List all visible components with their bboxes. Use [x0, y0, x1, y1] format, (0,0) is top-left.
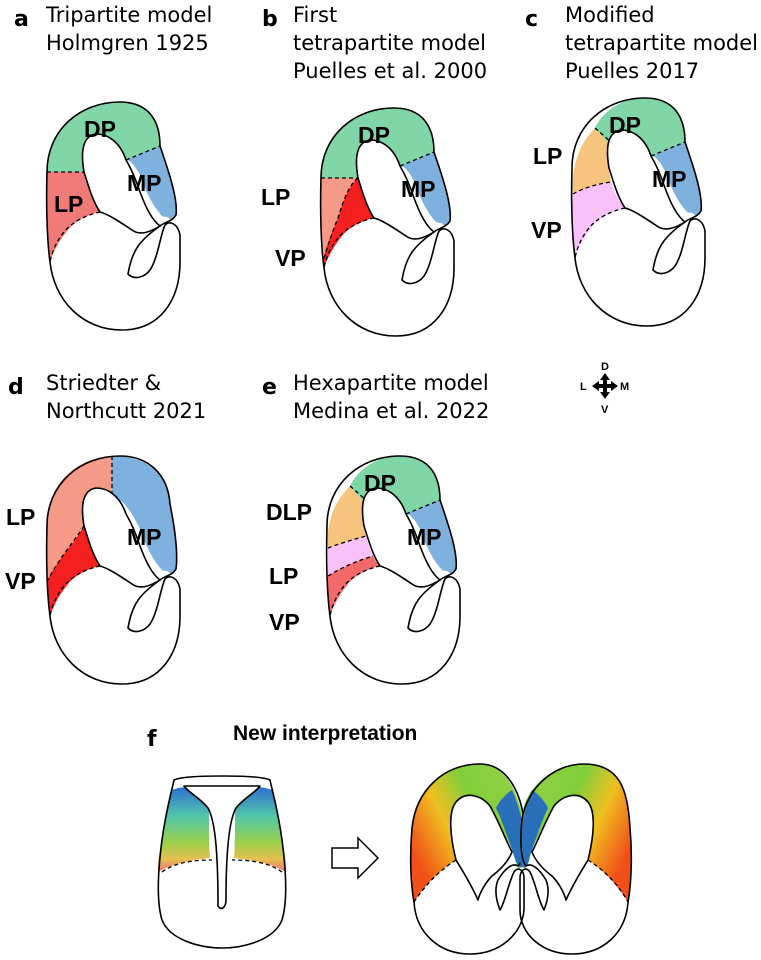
region-label-vp: VP — [269, 609, 300, 635]
region-label-lp: LP — [533, 143, 562, 169]
region-dlp-area — [327, 486, 366, 548]
region-label-lp: LP — [6, 504, 35, 530]
region-label-mp: MP — [401, 176, 436, 202]
region-label-dp: DP — [358, 122, 390, 148]
region-label-dp: DP — [364, 470, 396, 496]
panel-f-title: New interpretation — [233, 722, 417, 745]
ventricle — [355, 139, 435, 240]
compass-lateral: L — [580, 381, 587, 393]
region-dp-area — [350, 456, 440, 514]
region-label-lp: LP — [269, 563, 298, 589]
region-label-mp: MP — [127, 524, 162, 550]
region-label-dp: DP — [609, 112, 641, 138]
compass-arrows-icon — [592, 373, 618, 399]
hemisphere-left-medial — [496, 790, 526, 868]
region-dp-area — [321, 108, 434, 178]
hemispheres-diagram — [409, 763, 633, 955]
panel-title-line: Puelles et al. 2000 — [293, 59, 487, 83]
panel-f: f New interpretation — [147, 722, 633, 955]
hemisphere-diagram: MP — [45, 455, 181, 685]
region-vp-area — [323, 178, 374, 268]
region-label-vp: VP — [5, 568, 36, 594]
region-label-mp: MP — [127, 170, 162, 196]
region-vp-area — [328, 556, 380, 616]
panel-letter: e — [262, 375, 277, 400]
hemisphere-diagram: DP MP — [319, 107, 455, 337]
ventricle — [81, 133, 161, 234]
panel-title-line: Modified — [565, 3, 655, 27]
panel-title-line: Tripartite model — [45, 3, 212, 27]
ventricle — [361, 487, 441, 588]
region-label-mp: MP — [407, 524, 442, 550]
panel-title-line: tetrapartite model — [565, 31, 758, 55]
ventricle-right — [531, 794, 595, 901]
panel-c: c Modified tetrapartite model Puelles 20… — [525, 3, 758, 327]
panel-d: d Striedter & Northcutt 2021 MP LP VP — [5, 371, 206, 685]
region-lp-area — [328, 536, 373, 576]
region-label-vp: VP — [275, 245, 306, 271]
hemisphere-diagram: DP MP LP — [45, 101, 181, 331]
tube-outline — [157, 775, 287, 949]
region-mp-area — [126, 146, 177, 220]
region-lp-area — [320, 178, 358, 256]
region-label-lp: LP — [54, 191, 83, 217]
region-vp-area — [48, 526, 100, 616]
region-mp-area — [400, 152, 451, 226]
ventricle-left — [449, 794, 513, 901]
region-label-dlp: DLP — [266, 499, 312, 525]
panel-e: e Hexapartite model Medina et al. 2022 D… — [262, 371, 489, 685]
compass-ventral: V — [601, 404, 609, 416]
panel-title-line: Holmgren 1925 — [46, 31, 209, 55]
neural-tube-diagram — [157, 775, 287, 949]
panel-title-line: Puelles 2017 — [565, 59, 699, 83]
compass-medial: M — [620, 381, 629, 393]
panel-letter: b — [262, 7, 278, 32]
region-lp-area — [46, 172, 100, 262]
region-label-dp: DP — [84, 116, 116, 142]
panel-letter: a — [14, 7, 29, 32]
region-mp-area — [651, 142, 702, 216]
panel-a: a Tripartite model Holmgren 1925 DP MP L… — [14, 3, 212, 331]
panel-b: b First tetrapartite model Puelles et al… — [261, 3, 487, 337]
region-vp-area — [572, 182, 625, 258]
region-lp-area — [572, 128, 611, 194]
panel-title-line: Hexapartite model — [293, 371, 489, 395]
hemisphere-right-pallium — [520, 764, 632, 902]
region-label-lp: LP — [261, 184, 290, 210]
panel-title-line: Medina et al. 2022 — [293, 399, 489, 423]
ventricle — [606, 129, 686, 230]
region-dp-area — [47, 102, 160, 172]
hemisphere-diagram: DP MP — [325, 455, 461, 685]
panel-letter: d — [8, 375, 24, 400]
compass-dorsal: D — [601, 361, 609, 373]
hemisphere-right-medial — [520, 790, 548, 868]
panel-title-line: First — [293, 3, 337, 27]
region-label-vp: VP — [531, 217, 562, 243]
panel-title-line: Striedter & — [46, 371, 161, 395]
panel-title-line: tetrapartite model — [293, 31, 486, 55]
region-label-mp: MP — [652, 166, 687, 192]
everted-pallium-left — [158, 787, 210, 872]
arrow-right-icon — [331, 836, 380, 880]
region-mp-area — [406, 500, 457, 574]
ventricle — [183, 785, 261, 910]
region-lp-area — [46, 456, 112, 579]
panel-letter: f — [147, 727, 157, 752]
hemisphere-diagram: DP MP — [570, 97, 706, 327]
ventricle — [81, 487, 161, 588]
hemisphere-left-pallium — [410, 764, 526, 902]
panel-letter: c — [525, 7, 538, 32]
everted-pallium-right — [234, 787, 286, 872]
panel-title-line: Northcutt 2021 — [46, 399, 206, 423]
region-mp-area — [112, 456, 177, 574]
orientation-compass: D V L M — [580, 361, 629, 416]
region-dp-area — [595, 98, 685, 156]
